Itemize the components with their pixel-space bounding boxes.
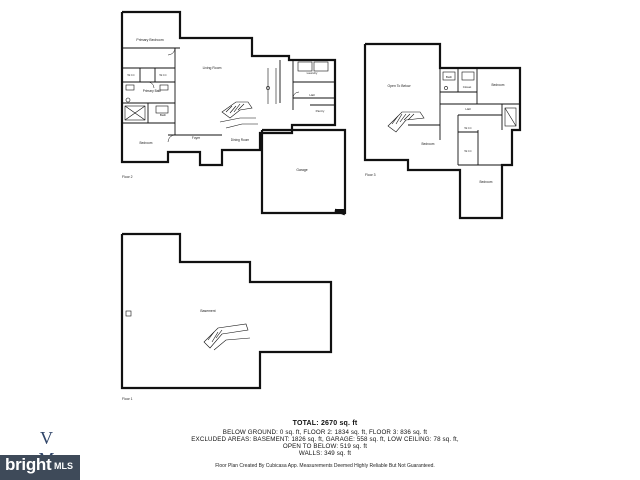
floor-2-plan	[120, 10, 347, 216]
basement-outer-wall	[120, 232, 333, 390]
area-breakdown-line-4: WALLS: 349 sq. ft	[298, 450, 352, 457]
floor-1-plan	[120, 232, 333, 390]
label-floor-1: Floor 1	[122, 397, 133, 401]
total-area: TOTAL: 2670 sq. ft	[292, 420, 358, 427]
area-breakdown-line-1: BELOW GROUND: 0 sq. ft, FLOOR 2: 1834 sq…	[222, 429, 428, 436]
label-laundry: Laundry	[307, 71, 318, 75]
floor-3-interior-walls	[408, 68, 520, 166]
label-bath-f2: Bath	[160, 113, 167, 117]
label-bedroom-f3-bottom: Bedroom	[480, 180, 493, 184]
label-closet-f3: Closet	[463, 85, 472, 89]
label-bedroom-f2: Bedroom	[140, 141, 153, 145]
disclaimer-note: Floor Plan Created By Cubicasa App. Meas…	[215, 463, 435, 469]
label-bath-f3: Bath	[446, 75, 453, 79]
watermark-mls: MLS	[54, 461, 73, 471]
label-hall-f2: Hall	[309, 93, 315, 97]
mls-watermark: bright MLS	[0, 455, 80, 480]
label-wic-f3-b: W.I.C	[464, 149, 472, 153]
label-bedroom-f3-mid: Bedroom	[422, 142, 435, 146]
basement-staircase	[203, 323, 251, 351]
label-bedroom-f3-right: Bedroom	[492, 83, 505, 87]
floor-2-doors	[147, 47, 300, 143]
label-garage: Garage	[296, 168, 307, 172]
floor-3-plan	[363, 42, 522, 220]
floor-2-outer-wall	[120, 10, 337, 167]
floor-3-outer-wall	[363, 42, 522, 220]
floor-2-staircase	[219, 68, 277, 129]
room-labels: Primary Bedroom W.I.C W.I.C Primary Bath…	[122, 38, 505, 401]
floor-3-fixtures	[442, 71, 517, 127]
label-open-to-below: Open To Below	[388, 84, 411, 88]
garage-outer-wall	[260, 128, 347, 215]
label-pantry: Pantry	[316, 109, 325, 113]
watermark-brand: bright	[5, 455, 52, 474]
area-breakdown-line-3: OPEN TO BELOW: 519 sq. ft	[282, 443, 368, 450]
label-primary-bath: Primary Bath	[143, 89, 162, 93]
label-hall-f3: Hall	[465, 107, 471, 111]
label-floor-3: Floor 3	[365, 173, 376, 177]
label-living-room: Living Room	[203, 66, 222, 70]
label-wic-f3: W.I.C	[464, 126, 472, 130]
label-primary-bedroom: Primary Bedroom	[136, 38, 163, 42]
floor-3-staircase	[387, 111, 425, 133]
basement-post	[125, 310, 132, 317]
label-wic-2: W.I.C	[159, 73, 167, 77]
floor-2-fixtures	[124, 61, 329, 121]
label-foyer: Foyer	[192, 136, 201, 140]
label-basement: Basement	[200, 309, 215, 313]
label-floor-2: Floor 2	[122, 175, 133, 179]
label-wic-1: W.I.C	[127, 73, 135, 77]
area-breakdown-line-2: EXCLUDED AREAS: BASEMENT: 1826 sq. ft, G…	[191, 436, 459, 443]
label-dining-room: Dining Room	[231, 138, 250, 142]
